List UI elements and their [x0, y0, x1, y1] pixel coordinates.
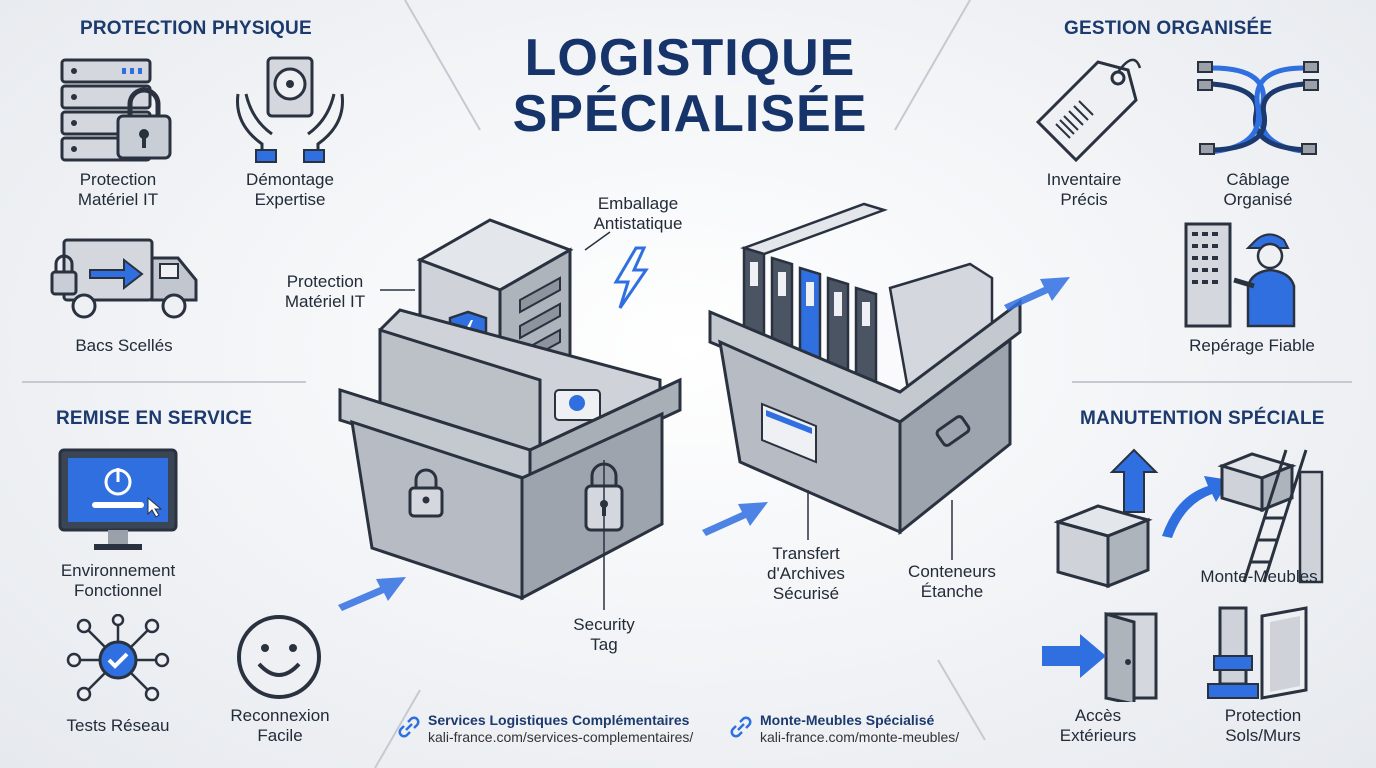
label-line: Extérieurs	[1059, 726, 1137, 745]
label-line: Conteneurs	[908, 562, 996, 581]
flow-arrow-icon	[338, 577, 406, 611]
link-icon	[398, 716, 420, 738]
title-line-2: SPÉCIALISÉE	[512, 85, 868, 143]
link-icon	[730, 716, 752, 738]
label-line: Facile	[257, 726, 303, 745]
label-line: Sols/Murs	[1225, 726, 1301, 745]
label-line: Précis	[1060, 190, 1108, 209]
label-reperage: Repérage Fiable	[1174, 336, 1330, 356]
label-cablage: Câblage Organisé	[1190, 170, 1326, 210]
link-url[interactable]: kali-france.com/monte-meubles/	[760, 729, 960, 745]
label-line: Étanche	[920, 582, 984, 601]
section-heading-remise-en-service: REMISE EN SERVICE	[56, 408, 253, 429]
label-protection-materiel: Protection Matériel IT	[50, 170, 186, 210]
label-line: Protection	[79, 170, 157, 189]
section-heading-protection-physique: PROTECTION PHYSIQUE	[80, 18, 312, 39]
label-line: Câblage	[1226, 170, 1290, 189]
label-line: d'Archives	[767, 564, 845, 583]
network-check-icon	[66, 614, 170, 702]
label-line: Bacs Scellés	[75, 336, 173, 355]
label-line: Organisé	[1223, 190, 1293, 209]
label-line: Inventaire	[1046, 170, 1122, 189]
label-line: Démontage	[246, 170, 334, 189]
locked-truck-icon	[50, 238, 198, 319]
label-environnement: Environnement Fonctionnel	[46, 561, 190, 601]
label-line: Environnement	[60, 561, 176, 580]
smiley-icon	[237, 615, 321, 699]
link-url[interactable]: kali-france.com/services-complementaires…	[428, 729, 694, 745]
flow-arrow-icon	[1004, 277, 1070, 311]
label-demontage: Démontage Expertise	[222, 170, 358, 210]
label-line: Reconnexion	[230, 706, 330, 725]
label-bacs-scelles: Bacs Scellés	[56, 336, 192, 356]
link-title[interactable]: Monte-Meubles Spécialisé	[760, 712, 935, 728]
hands-hard-drive-icon	[236, 56, 344, 163]
server-lock-icon	[60, 58, 172, 162]
label-reconnexion: Reconnexion Facile	[210, 706, 350, 746]
link-title[interactable]: Services Logistiques Complémentaires	[428, 712, 690, 728]
link-monte-meubles[interactable]: Monte-Meubles Spécialisé kali-france.com…	[760, 712, 959, 746]
link-services-complementaires[interactable]: Services Logistiques Complémentaires kal…	[428, 712, 693, 746]
lightning-icon	[613, 246, 649, 309]
page-title: LOGISTIQUE SPÉCIALISÉE	[420, 30, 960, 142]
barcode-tag-icon	[1035, 58, 1142, 163]
archive-container-illustration	[708, 202, 1022, 536]
callout-conteneurs-etanche: Conteneurs Étanche	[894, 562, 1010, 602]
callout-transfert-archives: Transfert d'Archives Sécurisé	[750, 544, 862, 604]
monitor-power-icon	[58, 448, 178, 550]
label-line: Protection	[1224, 706, 1302, 725]
label-monte-meubles: Monte-Meubles	[1184, 567, 1334, 587]
label-line: Antistatique	[593, 214, 683, 233]
sealed-container-server-illustration	[338, 218, 682, 601]
label-line: Security	[573, 615, 635, 634]
technician-rack-icon	[1184, 222, 1296, 328]
label-acces-exterieurs: Accès Extérieurs	[1036, 706, 1160, 746]
label-tests-reseau: Tests Réseau	[46, 716, 190, 736]
flow-arrow-icon	[702, 502, 768, 536]
label-line: Tag	[590, 635, 618, 654]
label-line: Monte-Meubles	[1200, 567, 1318, 586]
label-line: Fonctionnel	[74, 581, 162, 600]
label-line: Tests Réseau	[66, 716, 170, 735]
label-line: Transfert	[772, 544, 840, 563]
label-line: Accès	[1074, 706, 1122, 725]
label-line: Matériel IT	[284, 292, 366, 311]
cables-icon	[1197, 61, 1319, 155]
callout-emballage-antistatique: Emballage Antistatique	[578, 194, 698, 234]
label-line: Repérage Fiable	[1189, 336, 1315, 355]
label-protection-sols-murs: Protection Sols/Murs	[1196, 706, 1330, 746]
door-arrow-icon	[1042, 612, 1158, 702]
title-line-1: LOGISTIQUE	[524, 29, 856, 87]
section-heading-manutention-speciale: MANUTENTION SPÉCIALE	[1080, 408, 1325, 429]
wall-protection-icon	[1207, 606, 1308, 700]
label-line: Expertise	[254, 190, 326, 209]
label-line: Sécurisé	[772, 584, 840, 603]
section-heading-gestion-organisee: GESTION ORGANISÉE	[1064, 18, 1273, 39]
label-line: Matériel IT	[77, 190, 159, 209]
callout-protection-materiel: Protection Matériel IT	[270, 272, 380, 312]
label-line: Protection	[286, 272, 364, 291]
callout-security-tag: Security Tag	[554, 615, 654, 655]
label-inventaire: Inventaire Précis	[1016, 170, 1152, 210]
label-line: Emballage	[597, 194, 679, 213]
box-lift-icon	[1054, 448, 1324, 589]
